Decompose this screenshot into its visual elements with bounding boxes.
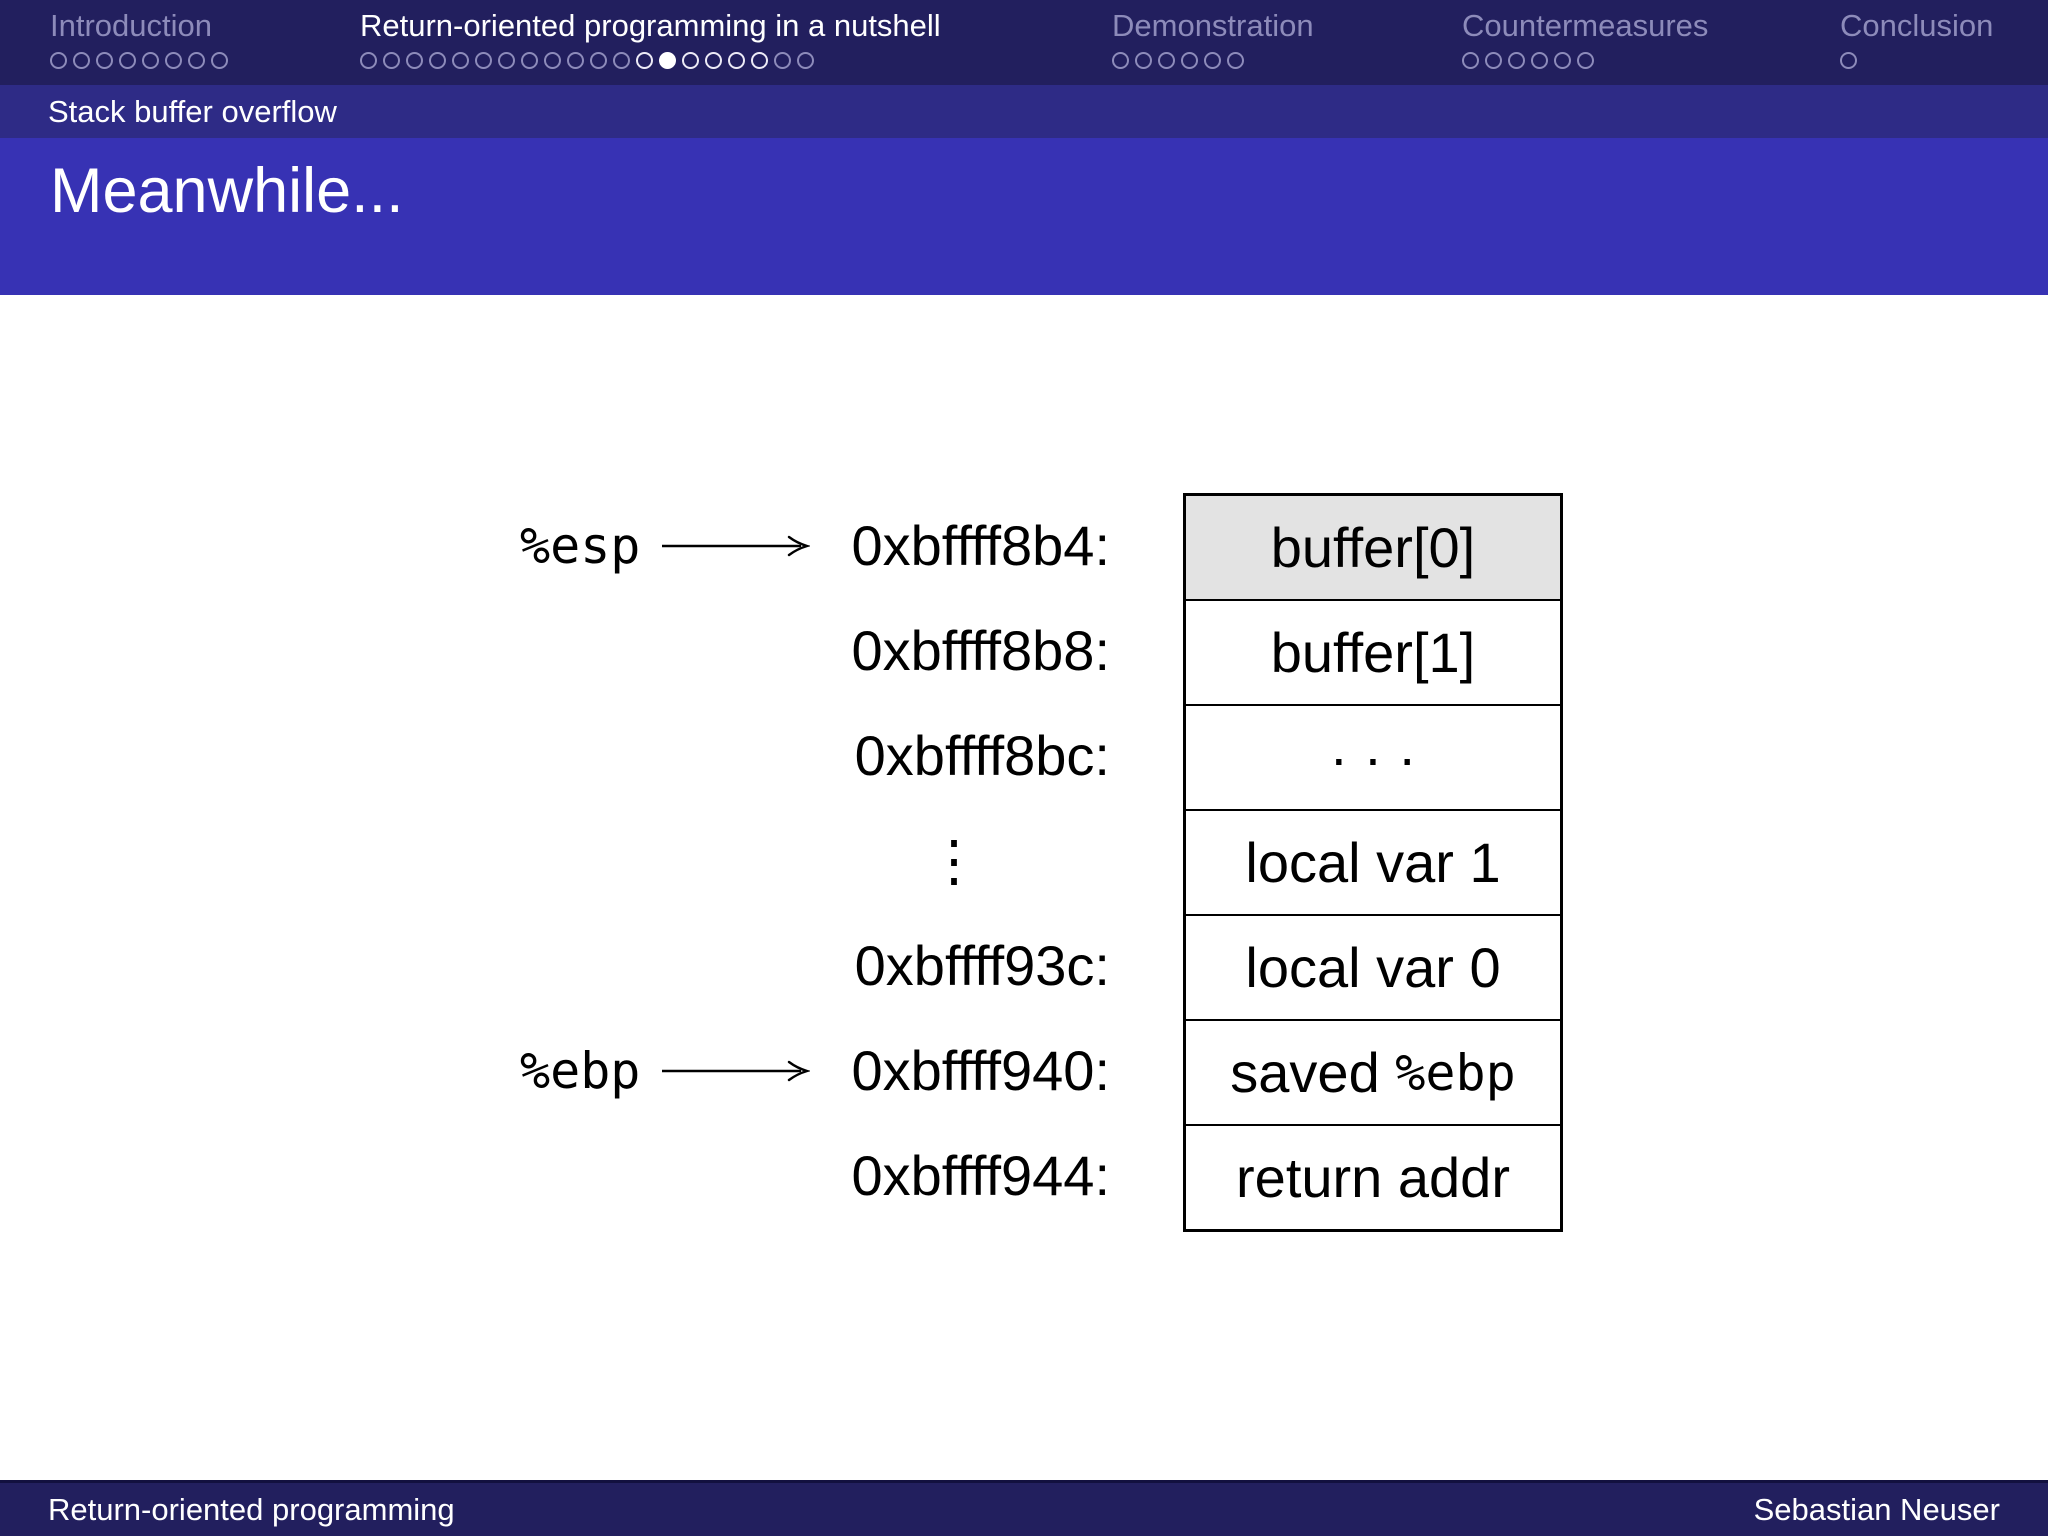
nav-slide-dot[interactable]: [211, 52, 228, 69]
nav-slide-dot[interactable]: [383, 52, 400, 69]
nav-section-5: Conclusion: [1840, 8, 1993, 69]
address-column: 0xbffff8b4: 0xbffff8b8: 0xbffff8bc: ⋮ 0xbfff…: [600, 493, 1110, 1228]
nav-slide-dot[interactable]: [1554, 52, 1571, 69]
nav-slide-dot[interactable]: [567, 52, 584, 69]
nav-slide-dot[interactable]: [360, 52, 377, 69]
nav-section-1: Introduction: [50, 8, 228, 69]
nav-section-dots: [360, 52, 941, 69]
nav-slide-dot[interactable]: [1508, 52, 1525, 69]
nav-section-3: Demonstration: [1112, 8, 1314, 69]
nav-slide-dot[interactable]: [429, 52, 446, 69]
nav-section-dots: [1462, 52, 1708, 69]
frame-title: Meanwhile...: [50, 156, 404, 226]
nav-section-link[interactable]: Return-oriented programming in a nutshel…: [360, 8, 941, 43]
footer-presentation-title: Return-oriented programming: [48, 1491, 455, 1527]
nav-slide-dot[interactable]: [544, 52, 561, 69]
nav-slide-dot[interactable]: [682, 52, 699, 69]
nav-slide-dot[interactable]: [1204, 52, 1221, 69]
nav-slide-dot[interactable]: [521, 52, 538, 69]
stack-cell: local var 1: [1186, 811, 1560, 916]
stack-address: 0xbffff8b4:: [851, 514, 1110, 577]
stack-cell: buffer[1]: [1186, 601, 1560, 706]
nav-section-dots: [1840, 52, 1993, 69]
nav-slide-dot[interactable]: [165, 52, 182, 69]
nav-slide-dot[interactable]: [1462, 52, 1479, 69]
nav-section-link[interactable]: Introduction: [50, 8, 212, 43]
nav-slide-dot[interactable]: [636, 52, 653, 69]
nav-slide-dot[interactable]: [1181, 52, 1198, 69]
stack-cell: return addr: [1186, 1126, 1560, 1229]
nav-slide-dot[interactable]: [1577, 52, 1594, 69]
nav-section-dots: [1112, 52, 1314, 69]
nav-slide-dot[interactable]: [728, 52, 745, 69]
nav-section-2: Return-oriented programming in a nutshel…: [360, 8, 941, 69]
nav-slide-dot[interactable]: [751, 52, 768, 69]
subsection-bar: Stack buffer overflow: [0, 85, 2048, 138]
nav-slide-dot[interactable]: [452, 52, 469, 69]
nav-slide-dot[interactable]: [119, 52, 136, 69]
stack-address: 0xbffff944:: [851, 1144, 1110, 1207]
footer-author: Sebastian Neuser: [1753, 1491, 2000, 1527]
nav-slide-dot[interactable]: [613, 52, 630, 69]
nav-slide-dot[interactable]: [1112, 52, 1129, 69]
nav-slide-dot[interactable]: [96, 52, 113, 69]
nav-slide-dot[interactable]: [142, 52, 159, 69]
address-vdots: ⋮: [926, 829, 982, 892]
stack-cell: local var 0: [1186, 916, 1560, 1021]
stack-address: 0xbffff940:: [851, 1039, 1110, 1102]
stack-address: 0xbffff93c:: [854, 934, 1110, 997]
stack-cell: saved %ebp: [1186, 1021, 1560, 1126]
register-pointer-ebp: %ebp: [520, 1018, 811, 1123]
navigation-bar: Introduction Return-oriented programming …: [0, 0, 2048, 85]
register-pointer-esp: %esp: [520, 493, 811, 598]
nav-slide-dot[interactable]: [1227, 52, 1244, 69]
nav-slide-dot[interactable]: [406, 52, 423, 69]
stack-address: 0xbffff8b8:: [851, 619, 1110, 682]
nav-slide-dot[interactable]: [705, 52, 722, 69]
frametitle-bar: Meanwhile...: [0, 138, 2048, 295]
nav-slide-dot[interactable]: [1135, 52, 1152, 69]
nav-section-link[interactable]: Countermeasures: [1462, 8, 1709, 43]
nav-slide-dot[interactable]: [1485, 52, 1502, 69]
nav-slide-dot[interactable]: [774, 52, 791, 69]
nav-slide-dot[interactable]: [590, 52, 607, 69]
right-arrow-icon: [662, 1060, 811, 1081]
right-arrow-icon: [662, 535, 811, 556]
nav-section-link[interactable]: Conclusion: [1840, 8, 1994, 43]
nav-slide-dot[interactable]: [1840, 52, 1857, 69]
register-label: %ebp: [520, 1041, 641, 1100]
nav-slide-dot[interactable]: [498, 52, 515, 69]
nav-slide-dot[interactable]: [1531, 52, 1548, 69]
nav-slide-dot[interactable]: [475, 52, 492, 69]
nav-slide-dot[interactable]: [188, 52, 205, 69]
stack-cell-text: saved: [1230, 1041, 1396, 1104]
nav-section-4: Countermeasures: [1462, 8, 1708, 69]
register-label: %esp: [520, 516, 641, 575]
nav-section-dots: [50, 52, 228, 69]
nav-section-link[interactable]: Demonstration: [1112, 8, 1314, 43]
footer-bar: Return-oriented programming Sebastian Ne…: [0, 1480, 2048, 1536]
nav-slide-dot[interactable]: [73, 52, 90, 69]
stack-cell: · · ·: [1186, 706, 1560, 811]
nav-slide-dot[interactable]: [797, 52, 814, 69]
stack-address: 0xbffff8bc:: [854, 724, 1110, 787]
subsection-title: Stack buffer overflow: [48, 93, 337, 129]
nav-slide-dot[interactable]: [659, 52, 676, 69]
nav-slide-dot[interactable]: [1158, 52, 1175, 69]
nav-slide-dot[interactable]: [50, 52, 67, 69]
stack-cell: buffer[0]: [1186, 496, 1560, 601]
stack-cell-register-text: %ebp: [1395, 1043, 1516, 1102]
